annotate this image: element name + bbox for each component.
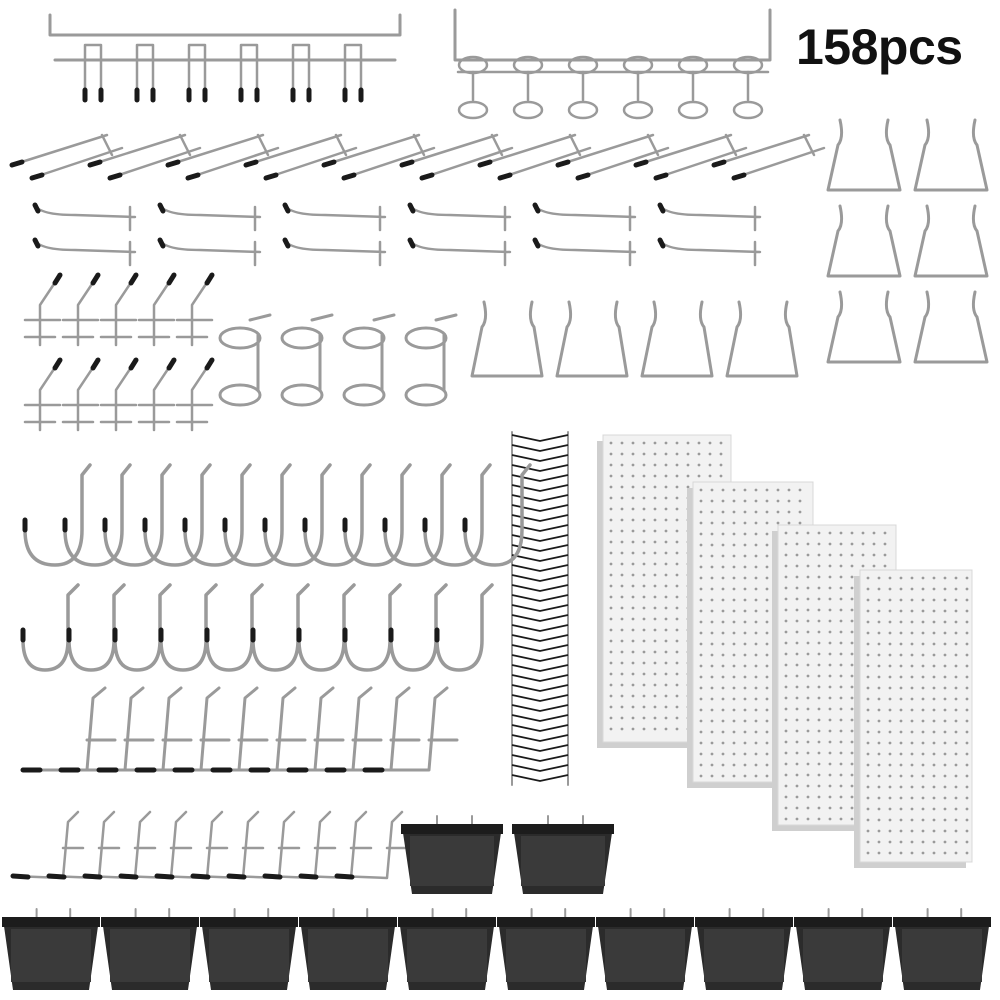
storage-bin: [299, 908, 397, 990]
single-hooks-grid: [32, 202, 762, 267]
j-hooks: [20, 463, 532, 672]
storage-bin: [893, 908, 991, 990]
piece-count-label: 158pcs: [796, 19, 963, 75]
storage-bin: [2, 908, 100, 990]
storage-bin: [101, 908, 199, 990]
storage-bin: [695, 908, 793, 990]
zip-tie-strip: [511, 431, 569, 786]
tool-holders-right: [826, 118, 989, 364]
storage-bin: [512, 815, 614, 894]
angled-hooks-left: [23, 272, 215, 432]
tool-holders-middle: [470, 300, 799, 378]
straight-hooks-row: [9, 133, 826, 181]
pegboard-panels: [597, 434, 973, 868]
storage-bin: [200, 908, 298, 990]
storage-bin: [497, 908, 595, 990]
l-hooks-small: [10, 810, 409, 880]
storage-bin: [401, 815, 503, 894]
storage-bins: [2, 815, 991, 990]
ring-hook-rack: [453, 8, 772, 120]
storage-bin: [596, 908, 694, 990]
double-ring-holders: [218, 313, 458, 407]
multi-hook-rack: [48, 13, 402, 103]
storage-bin: [398, 908, 496, 990]
pegboard-panel: [854, 569, 973, 868]
l-hooks-large: [20, 686, 459, 773]
storage-bin: [794, 908, 892, 990]
